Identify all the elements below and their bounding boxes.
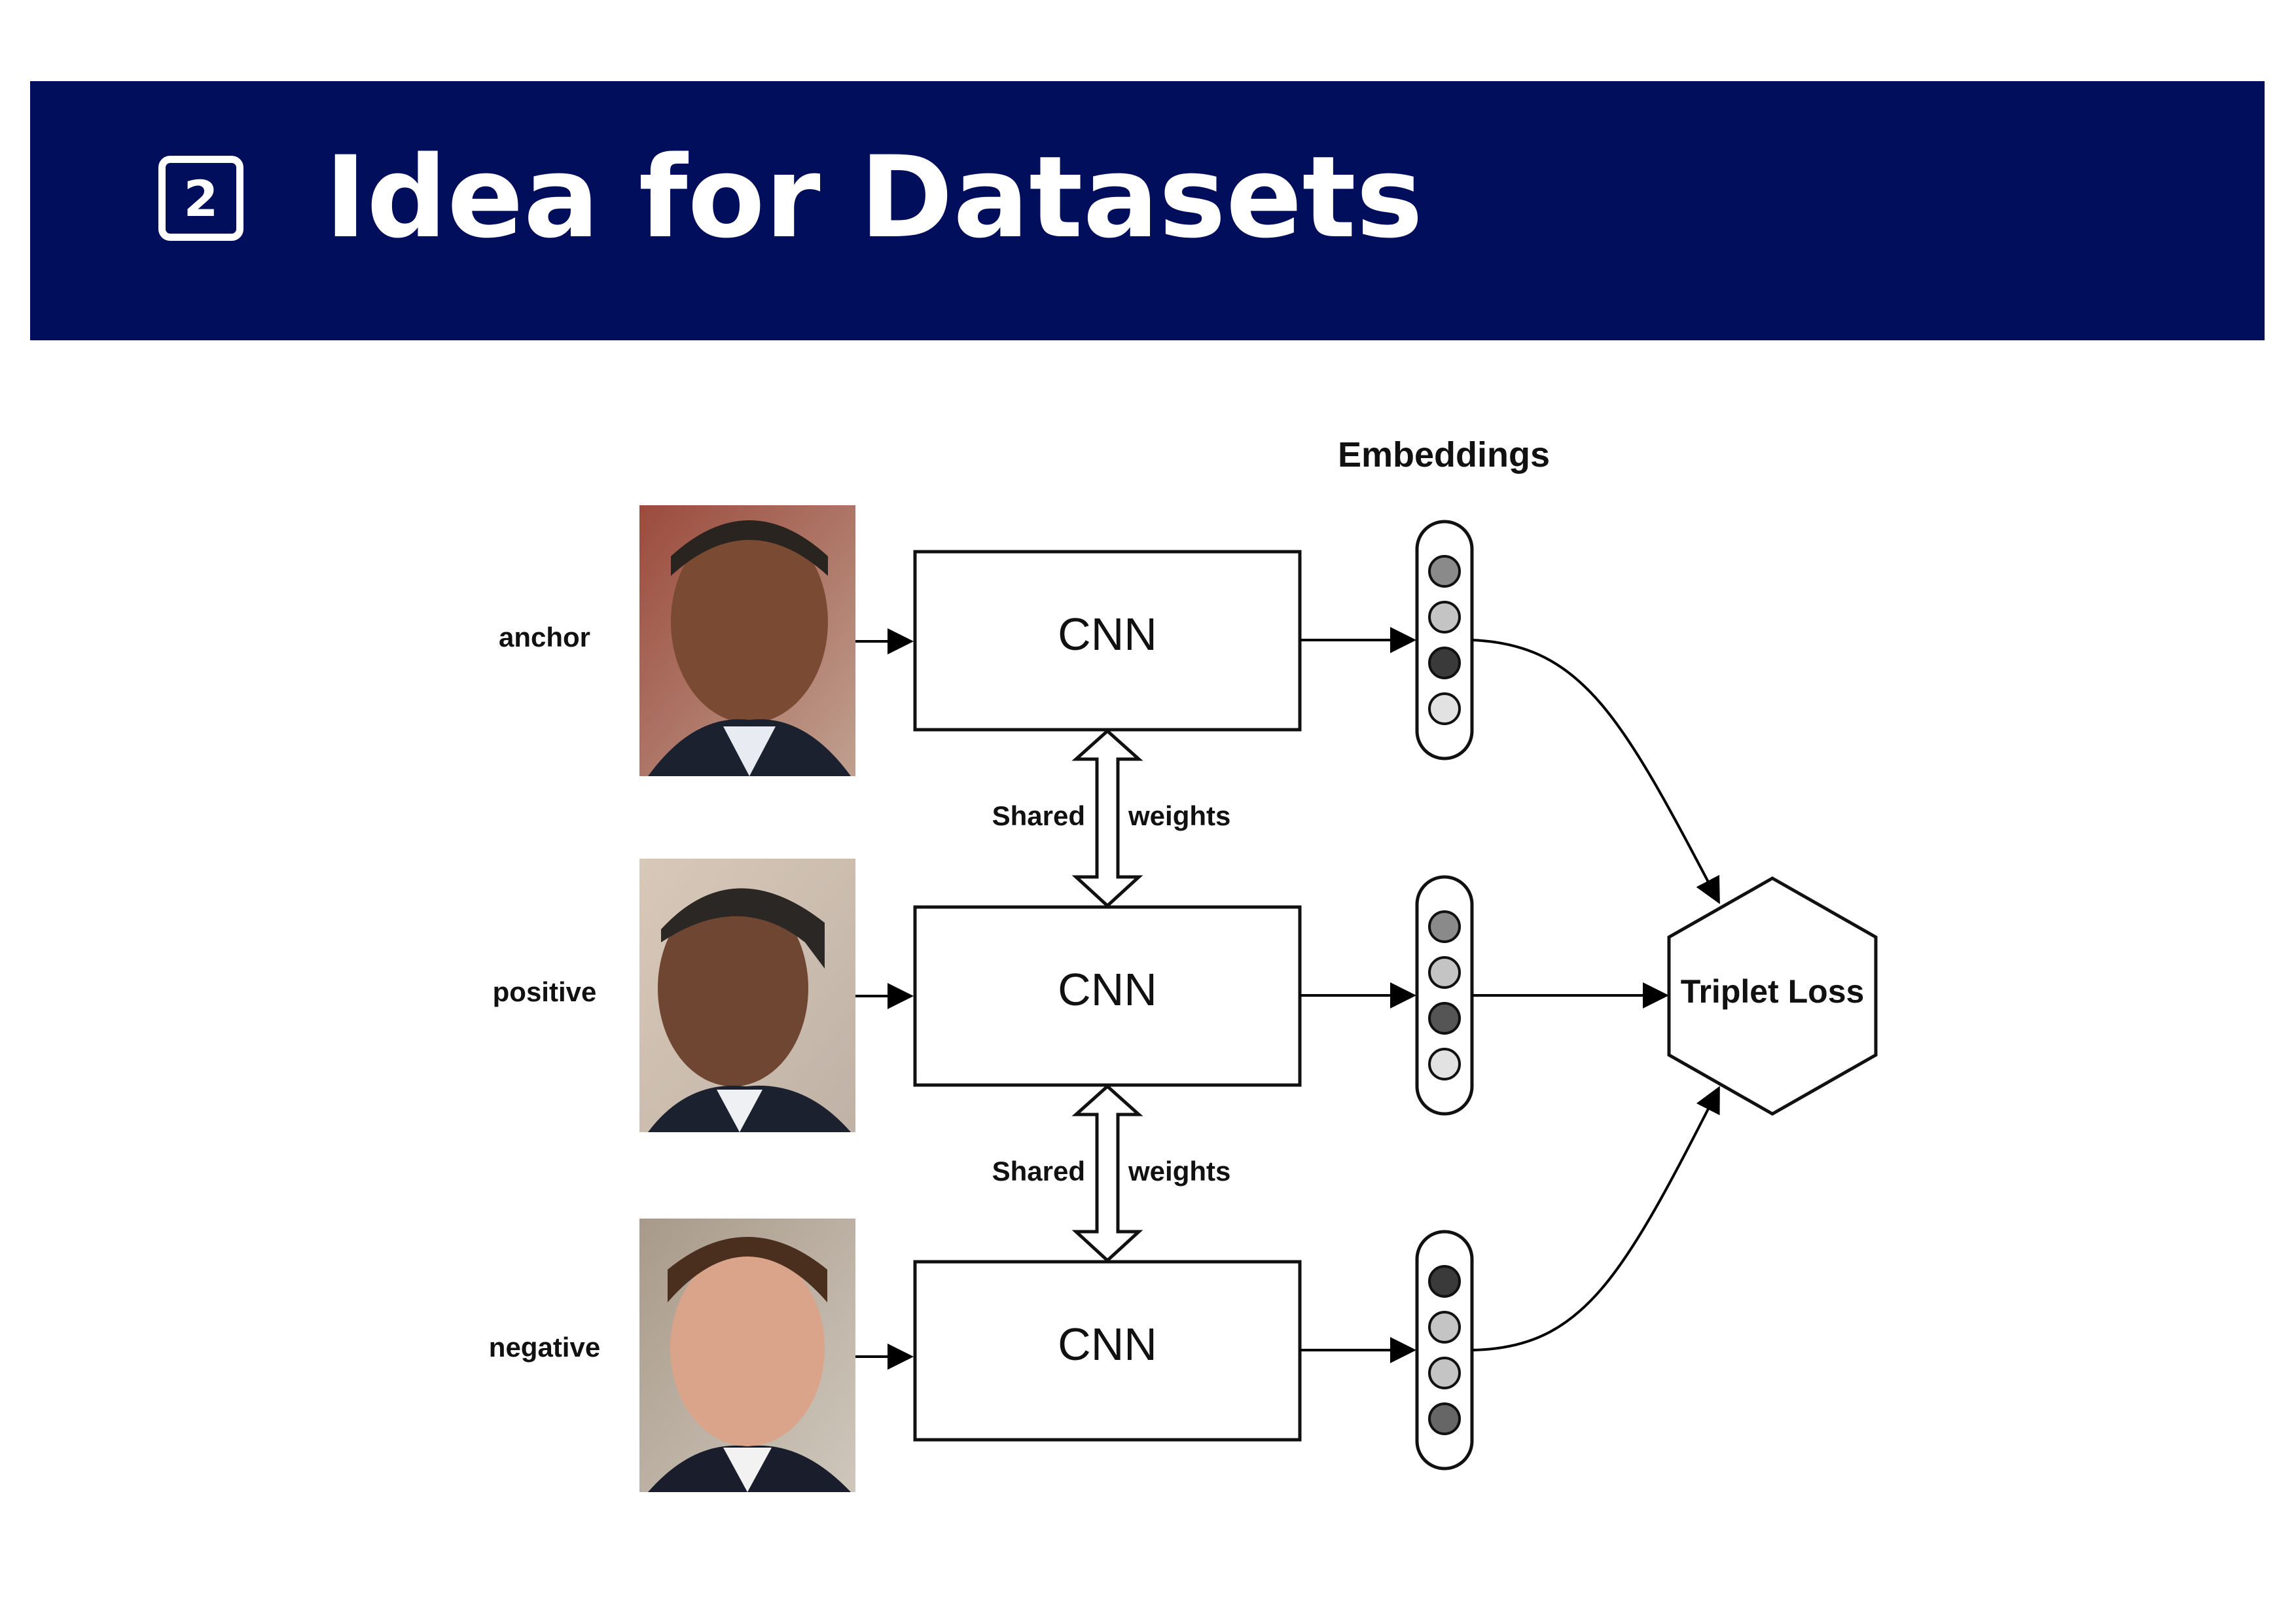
embedding-dot (1428, 692, 1461, 725)
anchor-to-loss-arrow (1471, 639, 1720, 904)
triplet-loss-label: Triplet Loss (1681, 973, 1865, 1010)
embedding-dot (1428, 647, 1461, 679)
title-banner: 2 Idea for Datasets (30, 81, 2265, 340)
shared-weights-arrow-1 (1071, 728, 1143, 908)
anchor-embedding-vector (1415, 520, 1474, 760)
cnn-label: CNN (1058, 609, 1157, 660)
embedding-dot (1428, 1357, 1461, 1389)
embedding-dot (1428, 956, 1461, 989)
embedding-dot (1428, 1402, 1461, 1435)
cnn-block-negative: CNN (913, 1260, 1302, 1442)
cnn-block-positive: CNN (913, 905, 1302, 1087)
row-label-negative: negative (489, 1332, 600, 1363)
triplet-loss-node: Triplet Loss (1667, 876, 1878, 1116)
positive-face-photo (639, 859, 855, 1132)
embedding-dot (1428, 1048, 1461, 1080)
embedding-dot (1428, 910, 1461, 943)
row-label-anchor: anchor (499, 622, 590, 652)
embedding-dot (1428, 1265, 1461, 1298)
page-title: Idea for Datasets (325, 132, 1424, 263)
embedding-dot (1428, 555, 1461, 588)
negative-to-loss-arrow (1471, 1086, 1720, 1351)
section-number-badge: 2 (158, 156, 243, 241)
shared-weights-arrow-2 (1071, 1084, 1143, 1263)
positive-embedding-vector (1415, 875, 1474, 1116)
weights-label-2: weights (1128, 1156, 1230, 1186)
row-label-positive: positive (493, 976, 597, 1007)
embedding-dot (1428, 1002, 1461, 1035)
weights-label-1: weights (1128, 800, 1230, 831)
negative-face-photo (639, 1219, 855, 1492)
shared-label-1: Shared (992, 800, 1085, 831)
cnn-block-anchor: CNN (913, 550, 1302, 732)
shared-label-2: Shared (992, 1156, 1085, 1186)
cnn-label: CNN (1058, 1319, 1157, 1370)
cnn-label: CNN (1058, 964, 1157, 1015)
embeddings-label: Embeddings (1338, 435, 1550, 474)
embedding-dot (1428, 601, 1461, 633)
anchor-face-photo (639, 505, 855, 776)
negative-embedding-vector (1415, 1230, 1474, 1471)
embedding-dot (1428, 1311, 1461, 1344)
